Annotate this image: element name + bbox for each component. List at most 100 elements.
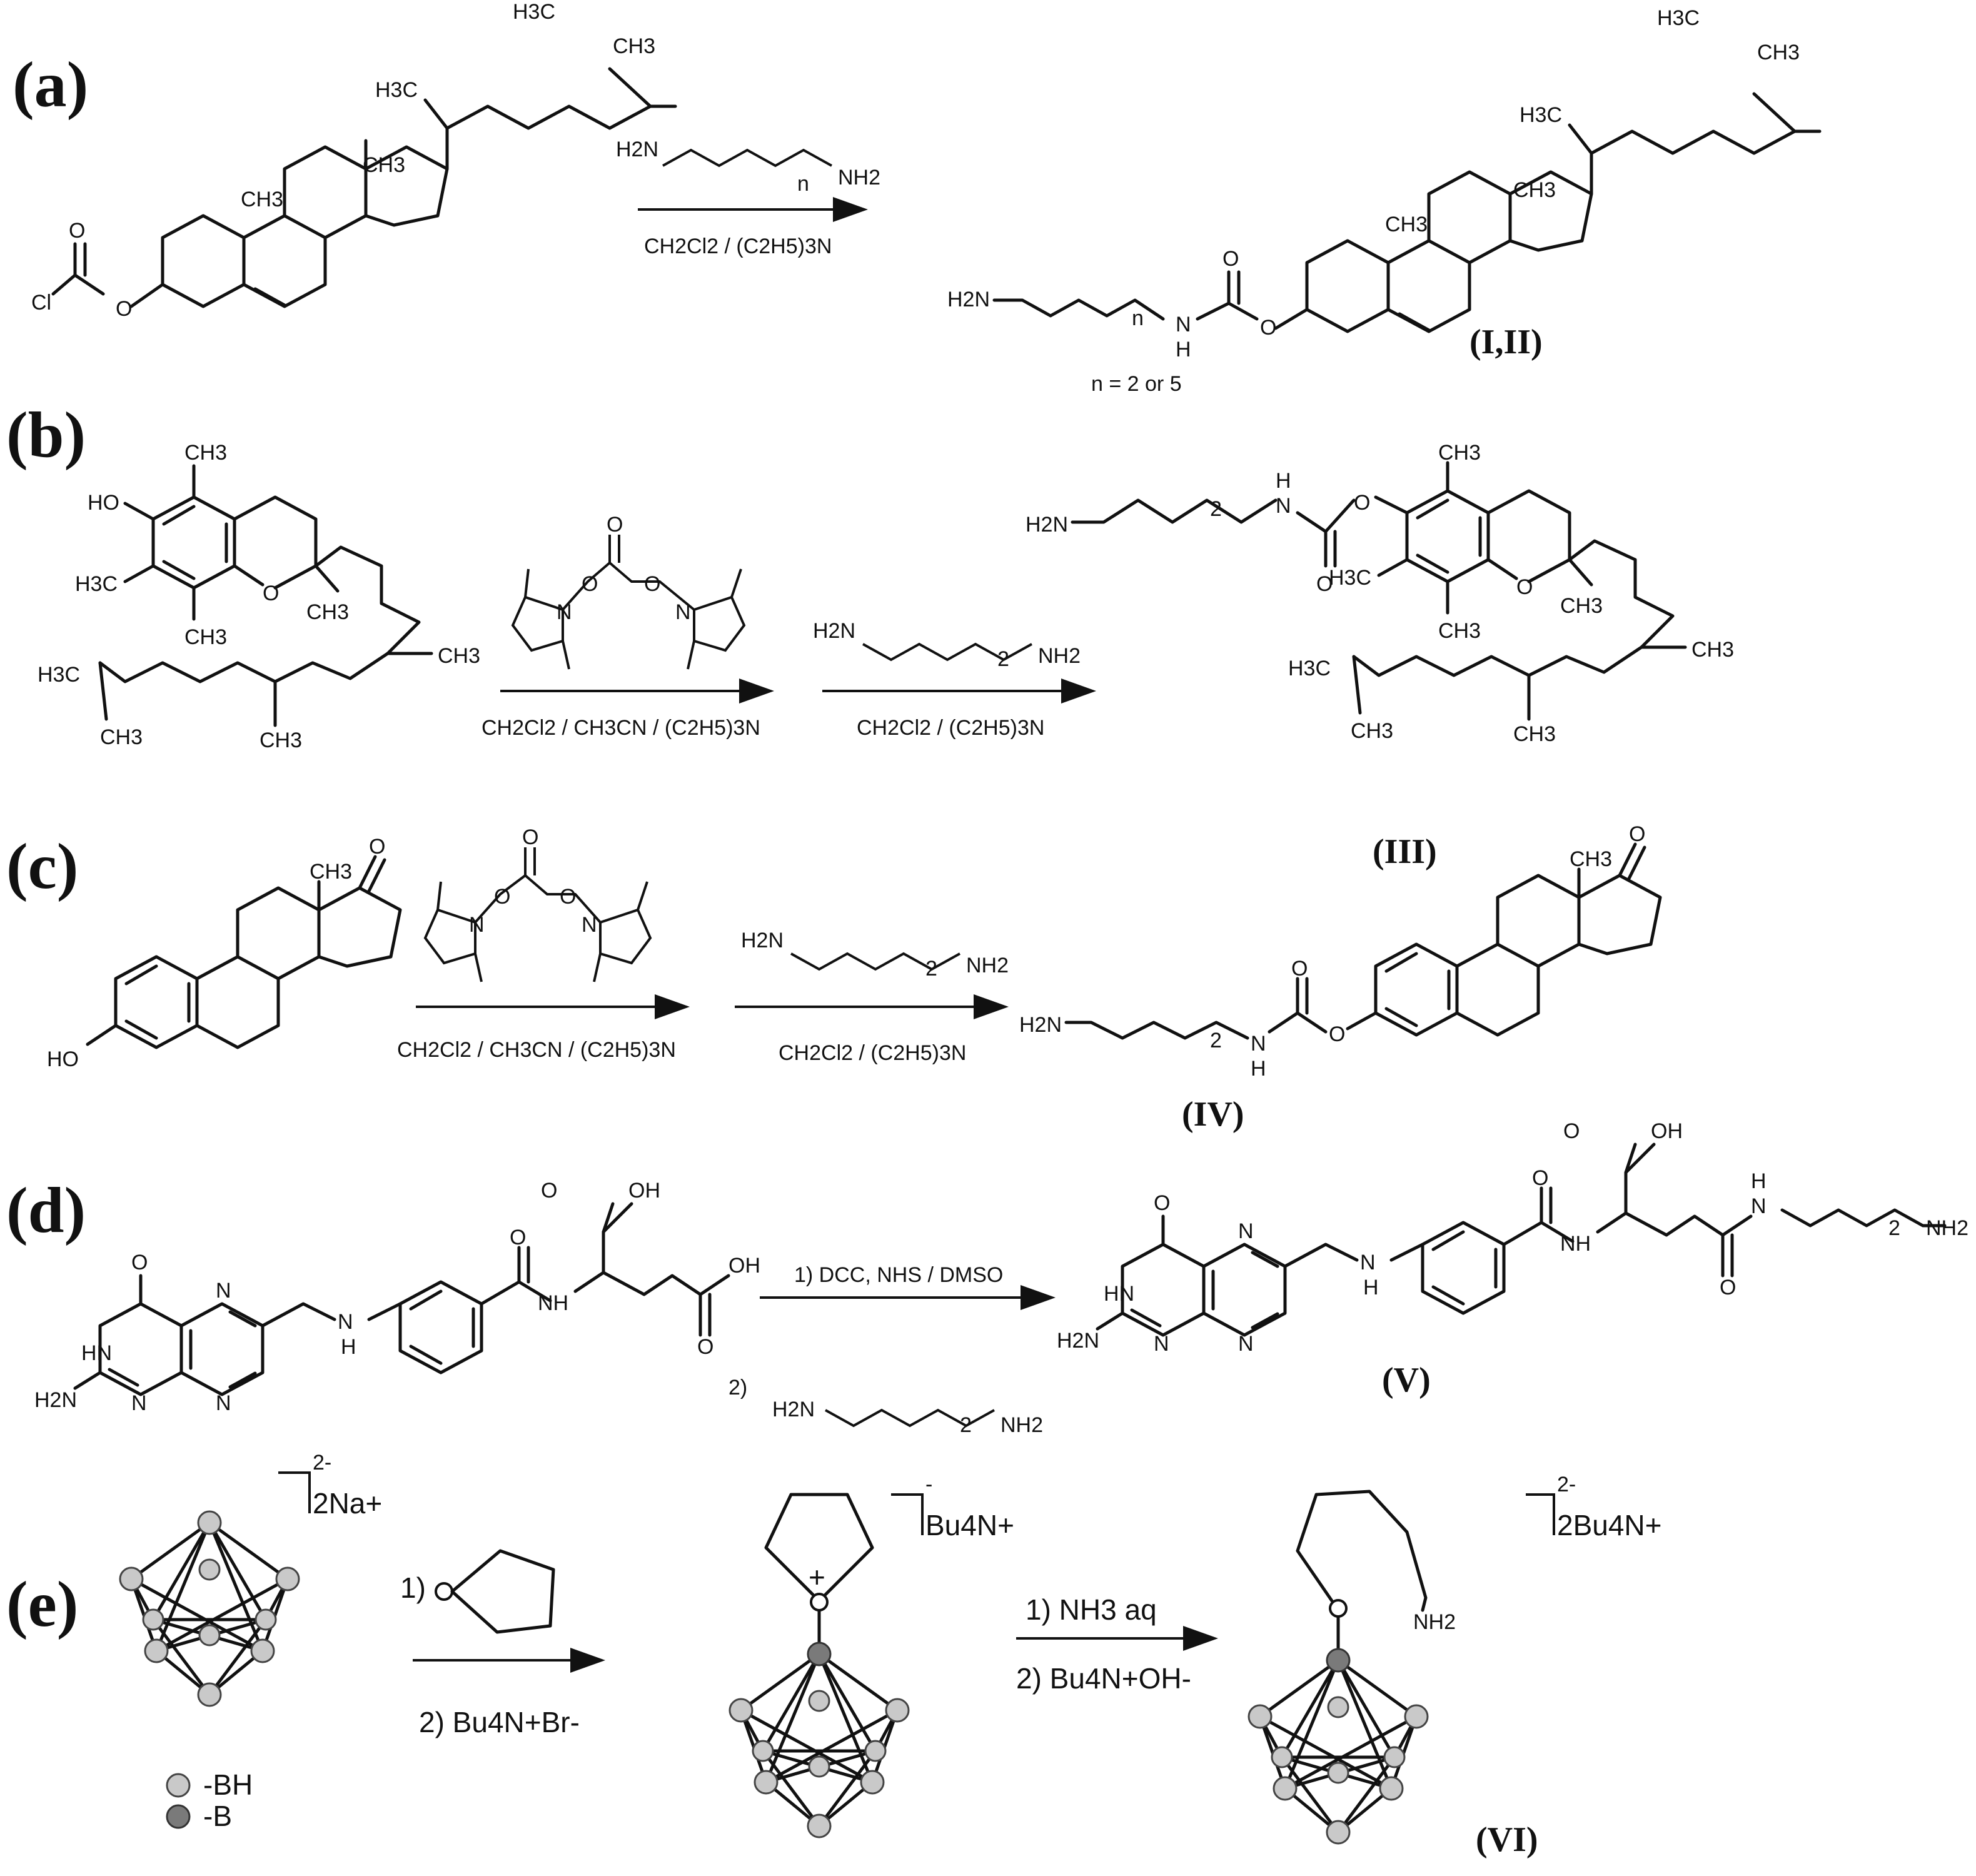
atom-label: CH3 bbox=[260, 729, 302, 752]
atom-label: NH bbox=[1560, 1232, 1591, 1256]
atom-label: NH2 bbox=[838, 166, 880, 189]
atom-label: H bbox=[1176, 338, 1191, 361]
atom-label: N bbox=[338, 1310, 353, 1334]
compound-label-IV: (IV) bbox=[1182, 1095, 1244, 1134]
atom-label: O bbox=[1629, 822, 1645, 846]
atom-label: N bbox=[582, 913, 597, 937]
reagent-label: 1) bbox=[400, 1571, 426, 1604]
atom-label: O bbox=[1532, 1166, 1548, 1190]
atom-label: O bbox=[522, 825, 538, 849]
oxonium-cage-intermediate bbox=[728, 1493, 910, 1838]
atom-label: CH3 bbox=[1385, 213, 1428, 236]
atom-label: CH3 bbox=[1560, 594, 1603, 618]
atom-label: O bbox=[1260, 316, 1276, 340]
atom-label: H bbox=[1363, 1276, 1379, 1299]
compound-label-VI: (VI) bbox=[1476, 1820, 1538, 1859]
atom-label: N bbox=[1238, 1332, 1254, 1356]
atom-label: CH3 bbox=[363, 153, 405, 177]
atom-label: O bbox=[369, 835, 385, 859]
diamine-reagent-b bbox=[862, 642, 1032, 662]
atom-label: O bbox=[1316, 572, 1333, 596]
reagent-label: CH2Cl2 / (C2H5)3N bbox=[644, 234, 832, 258]
atom-label: HO bbox=[88, 491, 119, 515]
legend-label-bh: -BH bbox=[203, 1768, 253, 1801]
atom-label: 2 bbox=[925, 957, 937, 981]
atom-label: O bbox=[607, 513, 623, 537]
atom-label: H3C bbox=[513, 0, 555, 24]
atom-label: O bbox=[697, 1335, 713, 1359]
atom-label: H3C bbox=[1657, 6, 1700, 30]
atom-label: 2 bbox=[997, 647, 1009, 671]
panel-label-b: (b) bbox=[6, 399, 86, 471]
atom-label: O bbox=[1720, 1276, 1736, 1299]
atom-label: H3C bbox=[38, 663, 80, 687]
atom-label: N bbox=[216, 1279, 231, 1303]
atom-label: O bbox=[1154, 1191, 1170, 1215]
atom-label: H2N bbox=[616, 138, 658, 161]
atom-label: 2 bbox=[1210, 497, 1222, 521]
atom-label: OH bbox=[628, 1179, 660, 1203]
dodecaborate-cage-start bbox=[119, 1510, 300, 1707]
atom-label: N bbox=[1360, 1251, 1376, 1274]
bh-legend-marker bbox=[166, 1773, 191, 1798]
atom-label: N bbox=[1276, 494, 1291, 518]
atom-label: HN bbox=[1104, 1282, 1134, 1306]
atom-label: O bbox=[131, 1251, 148, 1274]
panel-label-c: (c) bbox=[6, 830, 78, 902]
n-values-note: n = 2 or 5 bbox=[1091, 372, 1182, 396]
atom-label: H2N bbox=[947, 288, 990, 311]
atom-label: CH3 bbox=[613, 34, 655, 58]
atom-label: CH3 bbox=[1757, 41, 1800, 64]
atom-label: O bbox=[116, 297, 132, 321]
atom-label: O bbox=[560, 885, 576, 909]
compound-label-V: (V) bbox=[1382, 1361, 1431, 1399]
atom-label: O bbox=[1563, 1119, 1580, 1143]
reagent-label: 2) Bu4N+OH- bbox=[1016, 1662, 1191, 1695]
atom-label: CH3 bbox=[1513, 178, 1556, 202]
folic-acid bbox=[73, 1202, 730, 1396]
counterion-label: 2Na+ bbox=[313, 1487, 382, 1520]
reagent-label: CH2Cl2 / (C2H5)3N bbox=[857, 716, 1044, 740]
amine-cage-product bbox=[1248, 1490, 1429, 1845]
charge-label: - bbox=[925, 1473, 932, 1496]
reagent-label: CH2Cl2 / (C2H5)3N bbox=[779, 1041, 966, 1065]
atom-label: NH2 bbox=[1038, 644, 1081, 668]
b-legend-marker bbox=[166, 1804, 191, 1829]
atom-label: CH3 bbox=[1691, 638, 1734, 662]
atom-label: O bbox=[510, 1226, 526, 1249]
atom-label: H2N bbox=[34, 1388, 77, 1412]
panel-label-e: (e) bbox=[6, 1568, 78, 1640]
atom-label: O bbox=[644, 572, 660, 596]
counterion-label: 2Bu4N+ bbox=[1557, 1509, 1662, 1541]
atom-label: O bbox=[1354, 491, 1370, 515]
atom-label: N bbox=[1251, 1032, 1266, 1056]
plus-charge: + bbox=[809, 1561, 825, 1593]
atom-label: H2N bbox=[1057, 1329, 1099, 1353]
atom-label: H2N bbox=[772, 1398, 815, 1421]
atom-label: n bbox=[1132, 306, 1144, 330]
atom-label: CH3 bbox=[1351, 719, 1393, 743]
atom-label: CH3 bbox=[438, 644, 480, 668]
compound-label-I-II: (I,II) bbox=[1469, 323, 1543, 361]
atom-label: HO bbox=[47, 1047, 79, 1071]
atom-label: 2 bbox=[1888, 1216, 1900, 1240]
charge-bracket bbox=[278, 1471, 311, 1513]
reagent-label: 2) bbox=[728, 1376, 747, 1399]
atom-label: CH3 bbox=[1513, 722, 1556, 746]
reagent-label: 1) DCC, NHS / DMSO bbox=[794, 1263, 1003, 1287]
atom-label: H3C bbox=[1520, 103, 1562, 127]
atom-label: 2 bbox=[1210, 1029, 1222, 1052]
estrone bbox=[86, 855, 402, 1049]
diamine-reagent-c bbox=[790, 952, 960, 971]
atom-label: O bbox=[69, 219, 85, 243]
tocopherol bbox=[98, 464, 433, 727]
charge-bracket bbox=[1526, 1493, 1555, 1535]
atom-label: O bbox=[541, 1179, 557, 1203]
atom-label: H bbox=[341, 1335, 356, 1359]
dsc-reagent-c bbox=[423, 847, 652, 982]
atom-label: OH bbox=[1651, 1119, 1683, 1143]
atom-label: O bbox=[582, 572, 598, 596]
atom-label: OH bbox=[728, 1254, 760, 1278]
dsc-reagent-b bbox=[511, 535, 746, 670]
